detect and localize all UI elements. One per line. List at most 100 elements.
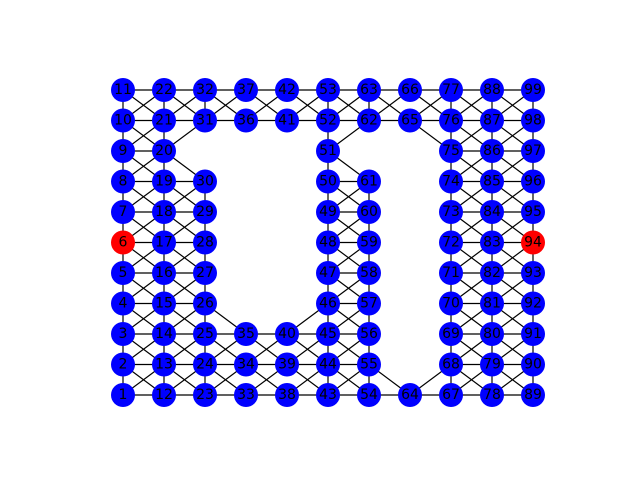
node-27: 27 bbox=[193, 261, 217, 285]
node-label: 85 bbox=[483, 174, 501, 190]
node-label: 29 bbox=[196, 204, 214, 220]
node-circle bbox=[152, 169, 176, 194]
node-66: 66 bbox=[398, 78, 422, 102]
node-7: 7 bbox=[111, 200, 135, 224]
node-label: 68 bbox=[442, 357, 460, 373]
node-20: 20 bbox=[152, 139, 176, 163]
node-85: 85 bbox=[480, 169, 504, 194]
node-label: 41 bbox=[278, 113, 296, 129]
node-label: 93 bbox=[524, 265, 542, 281]
node-circle bbox=[398, 383, 422, 407]
node-label: 98 bbox=[524, 113, 542, 129]
node-circle bbox=[357, 169, 381, 194]
node-label: 97 bbox=[524, 143, 542, 159]
node-label: 87 bbox=[483, 113, 501, 129]
node-circle bbox=[316, 200, 340, 224]
node-label: 5 bbox=[119, 265, 128, 281]
node-label: 65 bbox=[401, 113, 419, 129]
node-50: 50 bbox=[316, 169, 340, 194]
node-label: 77 bbox=[442, 82, 460, 98]
node-72: 72 bbox=[439, 230, 463, 255]
node-circle bbox=[152, 108, 176, 133]
node-10: 10 bbox=[111, 108, 135, 133]
node-circle bbox=[316, 322, 340, 346]
node-label: 13 bbox=[155, 357, 173, 373]
node-label: 53 bbox=[319, 82, 337, 98]
node-circle bbox=[357, 200, 381, 224]
node-19: 19 bbox=[152, 169, 176, 194]
node-circle bbox=[439, 108, 463, 133]
node-circle bbox=[316, 352, 340, 377]
node-circle bbox=[316, 291, 340, 316]
node-circle bbox=[193, 230, 217, 255]
node-circle bbox=[234, 352, 258, 377]
node-label: 24 bbox=[196, 357, 214, 373]
node-circle bbox=[316, 78, 340, 102]
node-circle bbox=[439, 139, 463, 163]
node-label: 67 bbox=[442, 387, 460, 403]
node-12: 12 bbox=[152, 383, 176, 407]
node-label: 51 bbox=[319, 143, 337, 159]
node-44: 44 bbox=[316, 352, 340, 377]
node-circle bbox=[521, 139, 545, 163]
node-65: 65 bbox=[398, 108, 422, 133]
node-circle bbox=[275, 383, 299, 407]
node-label: 23 bbox=[196, 387, 214, 403]
node-13: 13 bbox=[152, 352, 176, 377]
node-circle bbox=[193, 352, 217, 377]
node-89: 89 bbox=[521, 383, 545, 407]
node-circle bbox=[316, 383, 340, 407]
node-circle bbox=[480, 261, 504, 285]
node-label: 61 bbox=[360, 174, 378, 190]
node-circle bbox=[480, 169, 504, 194]
node-55: 55 bbox=[357, 352, 381, 377]
node-21: 21 bbox=[152, 108, 176, 133]
node-92: 92 bbox=[521, 291, 545, 316]
node-label: 70 bbox=[442, 296, 460, 312]
node-circle bbox=[316, 139, 340, 163]
node-label: 83 bbox=[483, 235, 501, 251]
node-circle bbox=[439, 200, 463, 224]
node-circle bbox=[275, 352, 299, 377]
node-60: 60 bbox=[357, 200, 381, 224]
node-14: 14 bbox=[152, 322, 176, 346]
node-label: 76 bbox=[442, 113, 460, 129]
node-87: 87 bbox=[480, 108, 504, 133]
node-circle bbox=[439, 291, 463, 316]
node-40: 40 bbox=[275, 322, 299, 346]
node-label: 49 bbox=[319, 204, 337, 220]
node-70: 70 bbox=[439, 291, 463, 316]
node-label: 15 bbox=[155, 296, 173, 312]
node-label: 96 bbox=[524, 174, 542, 190]
node-circle bbox=[480, 291, 504, 316]
node-label: 59 bbox=[360, 235, 378, 251]
node-82: 82 bbox=[480, 261, 504, 285]
node-label: 50 bbox=[319, 174, 337, 190]
node-circle bbox=[357, 108, 381, 133]
node-label: 54 bbox=[360, 387, 378, 403]
node-23: 23 bbox=[193, 383, 217, 407]
node-circle bbox=[193, 78, 217, 102]
node-84: 84 bbox=[480, 200, 504, 224]
node-circle bbox=[193, 291, 217, 316]
node-label: 81 bbox=[483, 296, 501, 312]
node-label: 42 bbox=[278, 82, 296, 98]
node-circle bbox=[439, 322, 463, 346]
node-label: 91 bbox=[524, 326, 542, 342]
node-label: 78 bbox=[483, 387, 501, 403]
node-label: 80 bbox=[483, 326, 501, 342]
node-15: 15 bbox=[152, 291, 176, 316]
node-78: 78 bbox=[480, 383, 504, 407]
node-circle bbox=[152, 352, 176, 377]
node-circle bbox=[316, 108, 340, 133]
node-label: 6 bbox=[119, 235, 128, 251]
node-label: 30 bbox=[196, 174, 214, 190]
node-circle bbox=[357, 261, 381, 285]
node-label: 8 bbox=[119, 174, 128, 190]
node-label: 62 bbox=[360, 113, 378, 129]
node-label: 75 bbox=[442, 143, 460, 159]
node-circle bbox=[234, 108, 258, 133]
node-93: 93 bbox=[521, 261, 545, 285]
node-label: 88 bbox=[483, 82, 501, 98]
node-label: 3 bbox=[119, 326, 128, 342]
